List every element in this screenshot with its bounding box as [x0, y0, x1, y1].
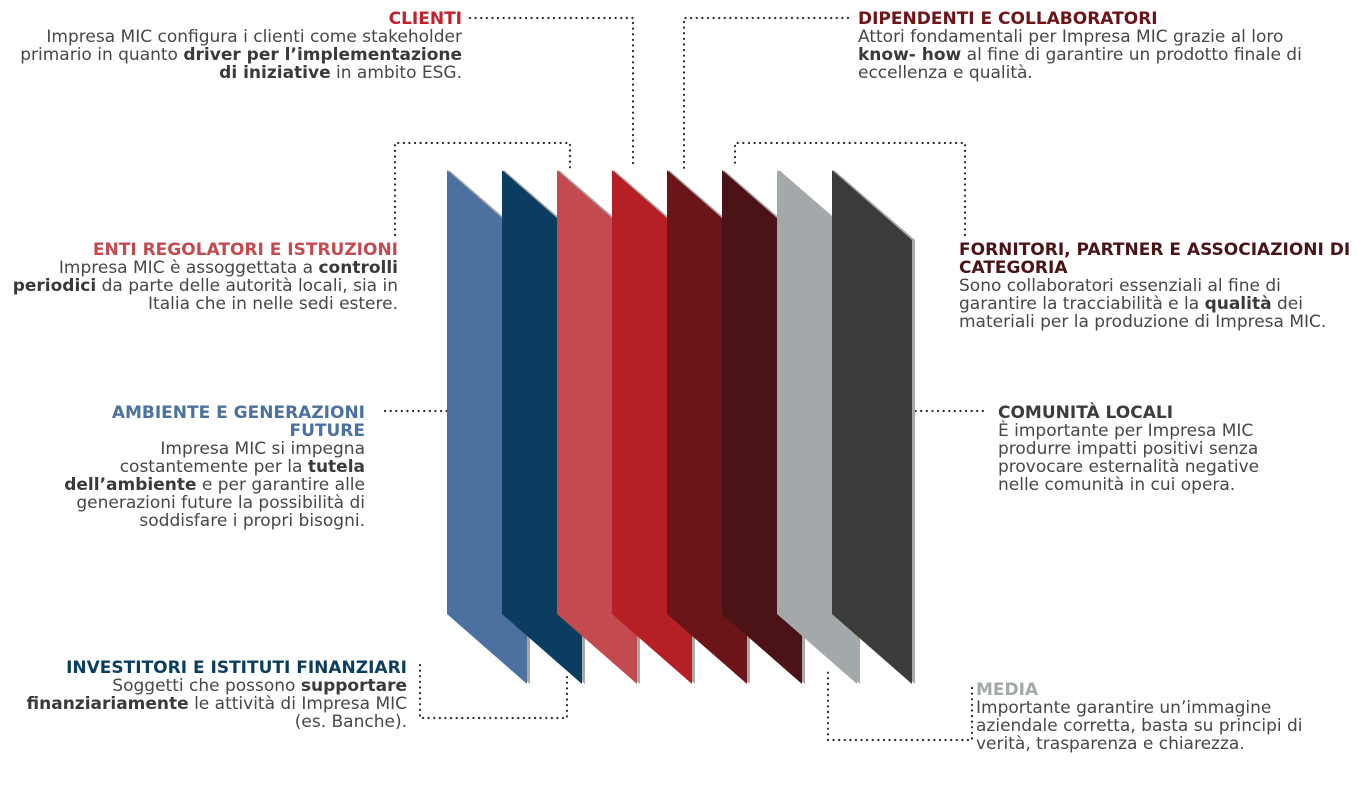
stakeholder-description: Attori fondamentali per Impresa MIC graz…: [858, 28, 1328, 82]
description-text: e per garantire alle generazioni future …: [76, 475, 365, 531]
stakeholder-title: INVESTITORI E ISTITUTI FINANZIARI: [66, 658, 407, 678]
description-text: da parte delle autorità locali, sia in I…: [96, 276, 398, 314]
description-text: È importante per Impresa MIC produrre im…: [998, 421, 1260, 495]
highlight-text: tutela dell’ambiente: [64, 457, 365, 495]
stakeholder-title: MEDIA: [976, 680, 1039, 700]
description-text: Importante garantire un’immagine azienda…: [976, 698, 1303, 754]
stakeholder-description: È importante per Impresa MIC produrre im…: [998, 422, 1288, 494]
description-text: Sono collaboratori essenziali al fine di…: [959, 276, 1281, 314]
connector-media: [826, 670, 974, 742]
stakeholder-dipendenti: DIPENDENTI E COLLABORATORI Attori fondam…: [858, 10, 1328, 82]
stakeholder-clienti: CLIENTI Impresa MIC configura i clienti …: [20, 10, 462, 82]
stakeholder-description: Impresa MIC configura i clienti come sta…: [20, 28, 462, 82]
stakeholder-title: AMBIENTE E GENERAZIONI FUTURE: [111, 403, 365, 441]
description-text: Impresa MIC configura i clienti come sta…: [20, 27, 462, 65]
connector-lines: [383, 16, 987, 742]
slab-8: [832, 170, 912, 684]
description-text: in ambito ESG.: [330, 63, 462, 83]
stakeholder-media: MEDIA Importante garantire un’immagine a…: [976, 681, 1346, 753]
connector-investitori: [418, 663, 569, 720]
stakeholder-title: CLIENTI: [388, 9, 462, 29]
connector-fornitori: [733, 141, 967, 237]
description-text: al fine di garantire un prodotto finale …: [858, 45, 1302, 83]
connector-enti: [393, 141, 572, 237]
stakeholder-slabs: [447, 170, 915, 684]
stakeholder-comunita: COMUNITÀ LOCALI È importante per Impresa…: [998, 404, 1288, 494]
stakeholder-description: Impresa MIC si impegna costantemente per…: [40, 440, 365, 530]
description-text: Soggetti che possono: [112, 676, 301, 696]
stakeholder-title: COMUNITÀ LOCALI: [998, 403, 1174, 423]
stakeholder-title: DIPENDENTI E COLLABORATORI: [858, 9, 1158, 29]
stakeholder-investitori: INVESTITORI E ISTITUTI FINANZIARI Sogget…: [5, 659, 407, 731]
highlight-text: qualità: [1204, 294, 1272, 314]
stakeholder-ambiente: AMBIENTE E GENERAZIONI FUTURE Impresa MI…: [40, 404, 365, 530]
connector-clienti: [468, 16, 635, 170]
description-text: Attori fondamentali per Impresa MIC graz…: [858, 27, 1284, 47]
highlight-text: controlli periodici: [12, 258, 398, 296]
stakeholder-description: Impresa MIC è assoggettata a controlli p…: [0, 259, 398, 313]
connector-dipendenti: [682, 16, 850, 170]
stakeholder-description: Soggetti che possono supportare finanzia…: [5, 677, 407, 731]
highlight-text: know- how: [858, 45, 962, 65]
stakeholder-title: FORNITORI, PARTNER E ASSOCIAZIONI DI CAT…: [959, 240, 1351, 278]
description-text: Impresa MIC si impegna costantemente per…: [119, 439, 365, 477]
highlight-text: driver per l’implementazione di iniziati…: [183, 45, 462, 83]
stakeholder-title: ENTI REGOLATORI E ISTRUZIONI: [92, 240, 398, 260]
stakeholder-enti: ENTI REGOLATORI E ISTRUZIONI Impresa MIC…: [0, 241, 398, 313]
stakeholder-fornitori: FORNITORI, PARTNER E ASSOCIAZIONI DI CAT…: [959, 241, 1364, 331]
description-text: le attività di Impresa MIC (es. Banche).: [188, 694, 407, 732]
stakeholder-description: Importante garantire un’immagine azienda…: [976, 699, 1346, 753]
description-text: Impresa MIC è assoggettata a: [58, 258, 319, 278]
stakeholder-description: Sono collaboratori essenziali al fine di…: [959, 277, 1364, 331]
description-text: dei materiali per la produzione di Impre…: [959, 294, 1327, 332]
highlight-text: supportare finanziariamente: [26, 676, 407, 714]
